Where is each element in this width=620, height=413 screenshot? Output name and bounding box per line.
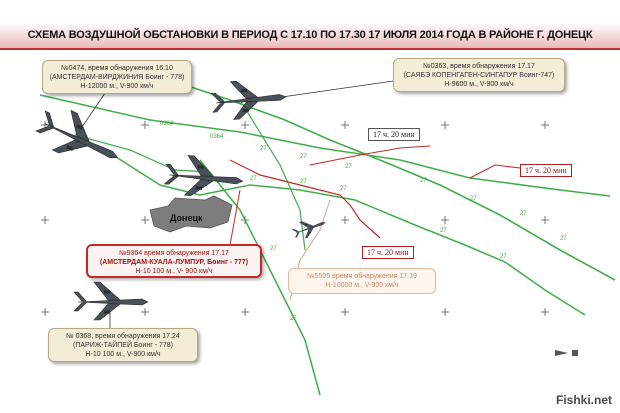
pointer-c3 bbox=[229, 189, 241, 246]
aircraft-icon bbox=[163, 155, 244, 197]
route-number: 27 bbox=[520, 211, 527, 217]
route-number: 27 bbox=[340, 186, 347, 192]
aircraft-icon bbox=[73, 281, 149, 321]
radar-track-upper bbox=[309, 145, 431, 166]
callout-line: (АМСТЕРДАМ-КУАЛА-ЛУМПУР, Боинг - 777) bbox=[99, 259, 249, 266]
callout-line: №0363, время обнаружения 17.17 bbox=[423, 63, 535, 70]
aircraft-icon bbox=[35, 109, 119, 159]
page-title: СХЕМА ВОЗДУШНОЙ ОБСТАНОВКИ В ПЕРИОД С 17… bbox=[27, 29, 593, 41]
route-number: 27 bbox=[270, 246, 277, 252]
route-number: 27 bbox=[260, 146, 267, 152]
route-number: 27 bbox=[500, 254, 507, 260]
grid-marks bbox=[41, 121, 549, 316]
callout-line: Н-12000 м., V-900 км/ч bbox=[80, 83, 154, 90]
callout-flight-5505: №5505 время обнаружения 17.19 Н-10000 м.… bbox=[288, 268, 436, 294]
aircraft-layer bbox=[35, 80, 326, 321]
route-number: 0364 bbox=[210, 134, 224, 140]
pointer-c1 bbox=[79, 92, 106, 131]
callout-line: (ПАРИЖ-ТАЙПЕЙ Боинг - 778) bbox=[73, 342, 173, 349]
route-number: 27 bbox=[345, 164, 352, 170]
callout-line: Н-10000 м., V-900 км/ч bbox=[325, 282, 399, 289]
route-number: 27 bbox=[420, 178, 427, 184]
marker-arrow bbox=[555, 350, 568, 356]
route-number: 27 bbox=[250, 176, 257, 182]
aircraft-icon bbox=[292, 221, 326, 239]
air-route-branch bbox=[239, 99, 306, 251]
watermark: Fishki.net bbox=[555, 393, 612, 407]
air-route-upper bbox=[39, 94, 611, 197]
route-number: 27 bbox=[560, 236, 567, 242]
pointer-c2 bbox=[274, 79, 401, 99]
air-route-mid bbox=[74, 134, 211, 173]
route-labels: 0364 0364 27 27 27 27 27 27 27 27 27 27 27 27 27 27 bbox=[160, 121, 567, 322]
callout-line: №5505 время обнаружения 17.19 bbox=[307, 273, 417, 280]
callout-line: (АМСТЕРДАМ-ВИРДЖИНИЯ Боинг - 778) bbox=[49, 74, 185, 81]
time-label-upper: 17 ч. 20 мин bbox=[368, 128, 420, 141]
callout-flight-0363: №0363, время обнаружения 17.17 (САЯБЭ КО… bbox=[393, 58, 565, 92]
callout-flight-0368: № 0368, время обнаружения 17.24 (ПАРИЖ-Т… bbox=[48, 328, 198, 362]
callout-line: (САЯБЭ КОПЕНГАГЕН-СИНГАПУР Боинг-747) bbox=[403, 72, 555, 79]
route-number: 27 bbox=[440, 228, 447, 234]
callout-line: № 0368, время обнаружения 17.24 bbox=[66, 333, 180, 340]
radar-track-mh17 bbox=[229, 159, 381, 239]
callout-line: №0474, время обнаружения 16.10 bbox=[61, 65, 173, 72]
aircraft-icon bbox=[210, 80, 287, 120]
route-number: 27 bbox=[300, 154, 307, 160]
callout-flight-0474: №0474, время обнаружения 16.10 (АМСТЕРДА… bbox=[42, 60, 192, 94]
radar-track-right bbox=[469, 164, 521, 179]
callout-line: Н-9600 м., V-900 км/ч bbox=[444, 81, 514, 88]
city-label: Донецк bbox=[170, 213, 203, 223]
marker-square bbox=[572, 350, 578, 356]
time-label-mh17: 17 ч. 20 мин bbox=[362, 246, 414, 259]
title-bar: СХЕМА ВОЗДУШНОЙ ОБСТАНОВКИ В ПЕРИОД С 17… bbox=[0, 22, 620, 50]
time-label-right: 17 ч. 20 мин bbox=[520, 164, 572, 177]
route-number: 27 bbox=[290, 316, 297, 322]
route-number: 0364 bbox=[160, 121, 174, 127]
route-number: 27 bbox=[470, 196, 477, 202]
route-number: 27 bbox=[300, 179, 307, 185]
callout-line: Н-10 100 м., V-900 км/ч bbox=[85, 351, 161, 358]
air-route-diagonal bbox=[104, 149, 586, 316]
city-area bbox=[149, 195, 233, 233]
callout-line: Н-10 100 м., V- 900 км/ч bbox=[135, 268, 213, 275]
callout-flight-9364: №9364 время обнаружения 17.17 (АМСТЕРДАМ… bbox=[86, 244, 262, 278]
air-route-lower bbox=[199, 159, 321, 396]
callout-line: №9364 время обнаружения 17.17 bbox=[119, 250, 229, 257]
